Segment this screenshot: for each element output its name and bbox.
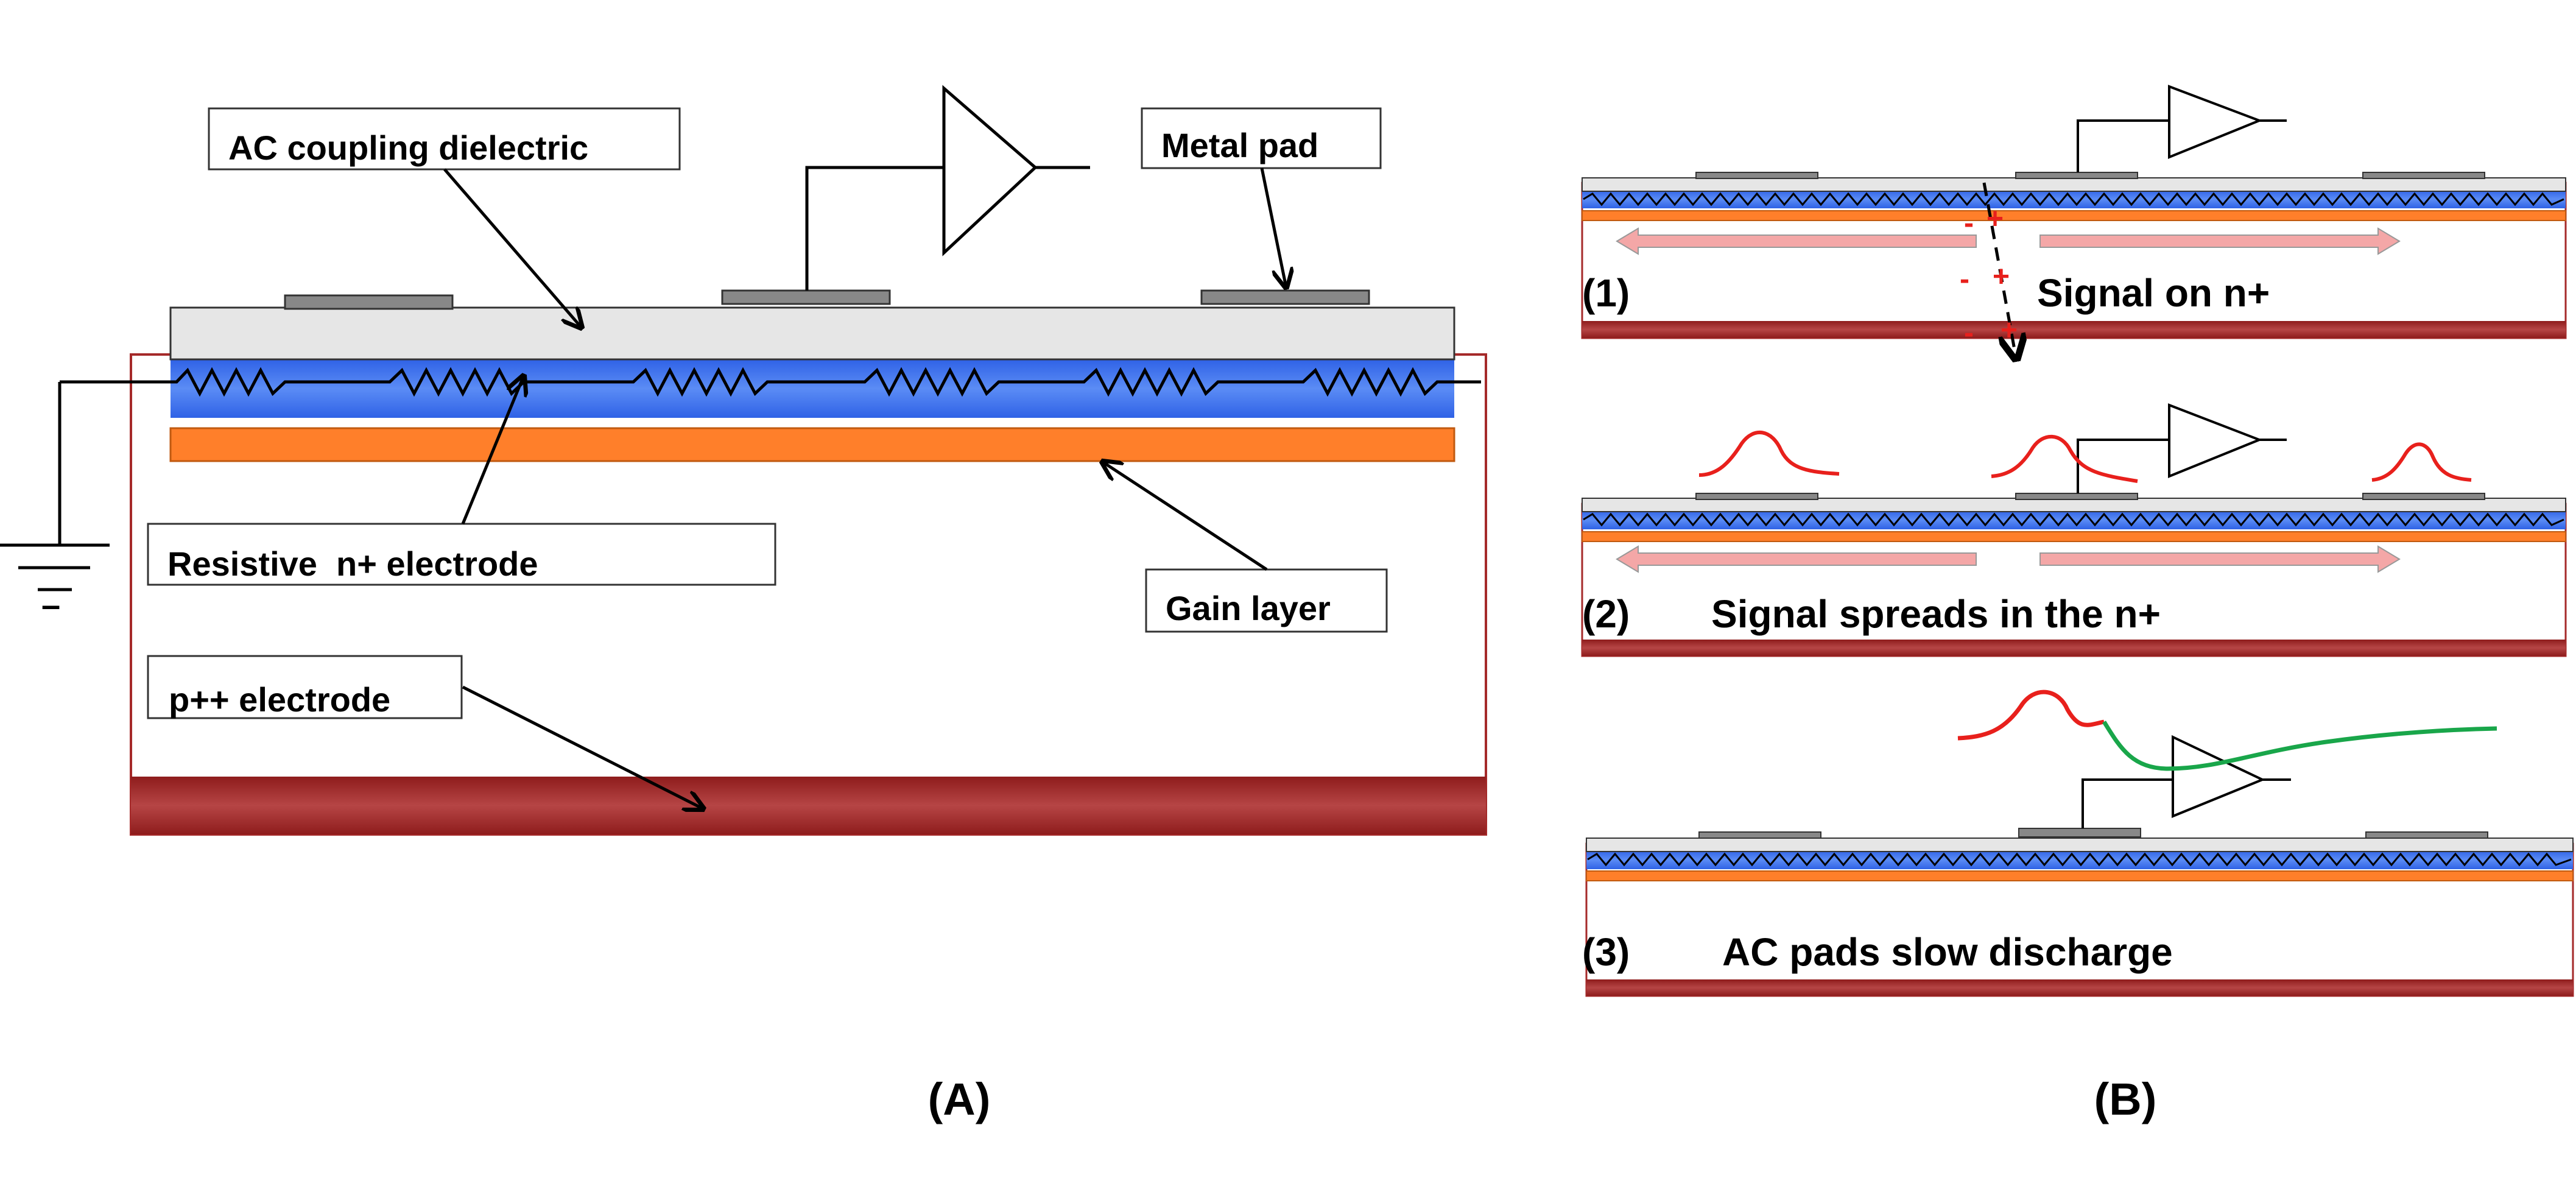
panel-a-caption: (A): [928, 1074, 991, 1124]
ground-minus-label: –: [41, 585, 60, 624]
step3-n-plus: [1586, 850, 2573, 869]
step2-pad-center: [2015, 493, 2138, 500]
step3-text: AC pads slow discharge: [1722, 930, 2173, 974]
step2-number: (2): [1582, 592, 1630, 636]
step1-amplifier-icon: [2168, 85, 2263, 159]
charge-sign: +: [2001, 314, 2018, 347]
step3-pad-center: [2018, 828, 2141, 838]
step2-n-plus: [1582, 510, 2566, 529]
step2-amp-wire: [2077, 439, 2169, 493]
amplifier-wire: [805, 166, 944, 291]
step2-pulse-left: [1698, 430, 1840, 477]
step1-pad-left: [1695, 172, 1818, 179]
step2-pad-left: [1695, 493, 1818, 500]
resistive-n-arrow: [461, 376, 524, 524]
step3-gain: [1586, 870, 2574, 881]
panel-b-caption: (B): [2094, 1074, 2157, 1124]
step3-green-discharge: [2102, 721, 2497, 771]
p-electrode-arrow: [462, 685, 703, 809]
step1-dielectric: [1582, 177, 2566, 192]
step1-particle-track: [1982, 182, 2016, 356]
metal-pad-center: [721, 289, 891, 305]
panel-b-step-3: (3) AC pads slow discharge: [1582, 690, 2574, 997]
step1-pad-center: [2015, 172, 2138, 179]
step2-p-plus: [1582, 640, 2566, 656]
step1-spread-arrow-left: [1616, 227, 1977, 255]
gain-layer-label: Gain layer: [1166, 589, 1331, 627]
charge-sign: +: [1993, 261, 2010, 293]
step1-number: (1): [1582, 271, 1630, 315]
p-electrode-label: p++ electrode: [169, 680, 390, 719]
metal-pad-left: [284, 294, 454, 310]
step3-dielectric: [1586, 838, 2574, 852]
gain-layer-label-box: [1145, 568, 1388, 633]
step2-pulse-right: [2371, 442, 2472, 482]
step1-pad-right: [2362, 172, 2485, 179]
step2-text: Signal spreads in the n+: [1711, 592, 2161, 636]
ac-coupling-dielectric: [169, 306, 1455, 361]
charge-sign: -: [1964, 317, 1974, 349]
step3-pad-left: [1698, 831, 1821, 839]
n-plus-electrode: [171, 359, 1454, 418]
amplifier-icon: [942, 85, 1038, 256]
metal-pad-label: Metal pad: [1161, 126, 1318, 164]
step2-dielectric: [1582, 498, 2566, 512]
step3-red-pulse: [1957, 690, 2105, 741]
p-plus-electrode: [131, 777, 1486, 834]
step2-gain: [1582, 531, 2566, 542]
resistor-line: [60, 367, 1481, 397]
step3-number: (3): [1582, 930, 1630, 974]
panel-a: – AC coupling dielectric Metal pad Resis…: [0, 85, 1487, 1124]
ac-coupling-label-box: [208, 107, 681, 171]
step3-pad-right: [2365, 831, 2488, 839]
panel-b-step-2: (2) Signal spreads in the n+: [1581, 403, 2567, 657]
step3-amp-wire: [2082, 778, 2173, 828]
gain-layer: [169, 427, 1455, 462]
resistive-n-label-box: [147, 523, 776, 586]
step1-gain: [1582, 210, 2566, 221]
step1-p-plus: [1582, 321, 2566, 338]
step2-pulse-center: [1991, 434, 2138, 483]
metal-pad-arrow: [1260, 168, 1286, 287]
gain-layer-arrow: [1102, 462, 1268, 571]
step3-resistor: [1587, 852, 2572, 867]
step2-resistor: [1583, 512, 2564, 527]
ac-coupling-arrow: [443, 168, 582, 328]
p-electrode-label-box: [147, 655, 463, 719]
step2-spread-arrow-right: [2039, 545, 2401, 573]
step2-pad-right: [2362, 493, 2485, 500]
step1-amp-wire: [2077, 119, 2169, 172]
metal-pad-label-box: [1141, 107, 1382, 169]
step1-charges: - + - + - +: [1960, 203, 2018, 349]
step1-spread-arrow-right: [2039, 227, 2401, 255]
panel-b-step-1: - + - + - + (1) Signal on n+: [1581, 85, 2567, 356]
ac-coupling-label: AC coupling dielectric: [228, 129, 588, 167]
resistive-n-label: Resistive n+ electrode: [167, 545, 538, 583]
charge-sign: -: [1960, 263, 1969, 295]
step1-resistor: [1583, 192, 2564, 206]
step2-spread-arrow-left: [1616, 545, 1977, 573]
step3-amplifier-icon: [2172, 735, 2265, 818]
charge-sign: -: [1964, 207, 1974, 239]
metal-pad-right: [1200, 289, 1370, 305]
step2-amplifier-icon: [2168, 403, 2263, 478]
ground-icon: [0, 543, 110, 591]
charge-sign: +: [1987, 203, 2004, 235]
step3-p-plus: [1586, 979, 2573, 996]
step1-text: Signal on n+: [2037, 271, 2270, 315]
